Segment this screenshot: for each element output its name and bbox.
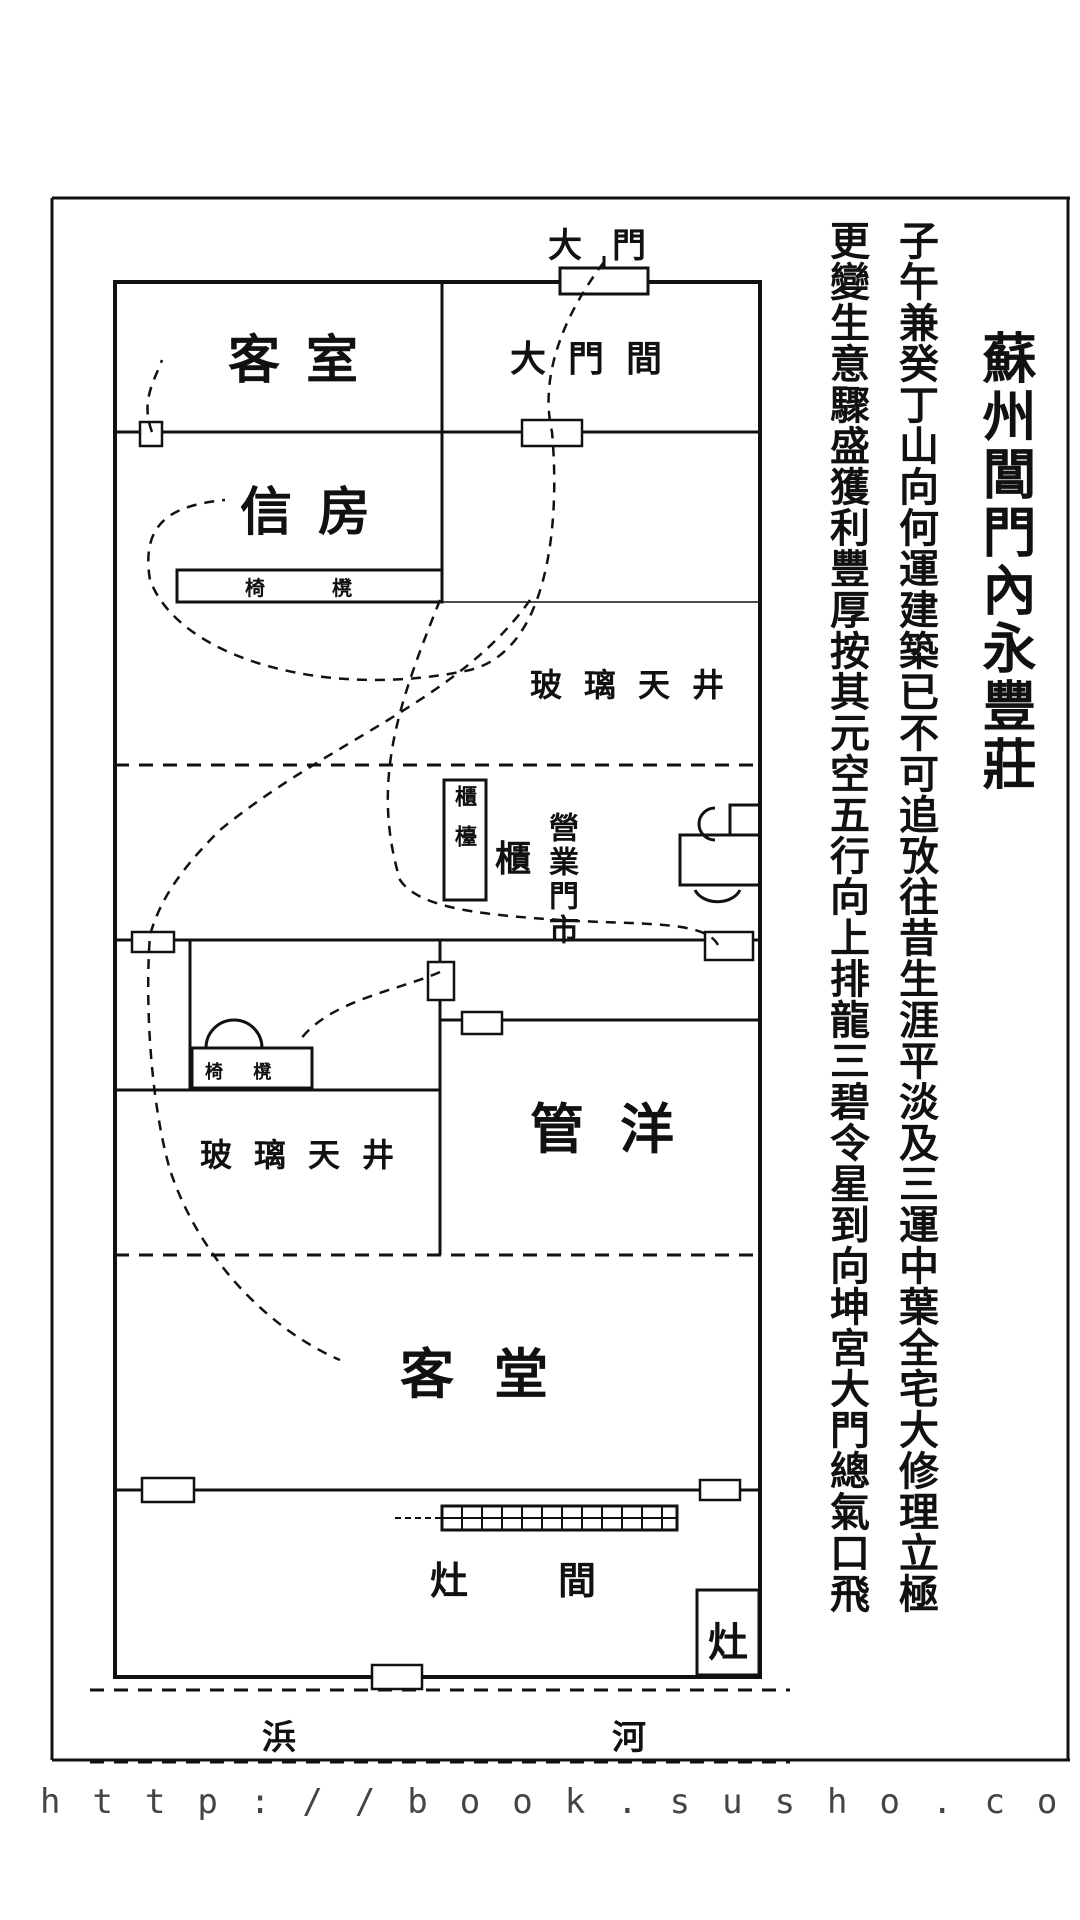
door-marker <box>460 1010 504 1036</box>
bench-lower <box>190 1046 314 1090</box>
creek-label: 浜 <box>262 1718 296 1758</box>
guest-room-label: 客室 <box>228 330 385 391</box>
door-marker <box>703 930 755 962</box>
river-label: 河 <box>612 1718 646 1758</box>
bench-lower-label: 椅 櫈 <box>205 1062 284 1083</box>
door-marker <box>370 1663 424 1691</box>
door-marker <box>130 930 176 954</box>
accounts-room-label: 管洋 <box>530 1097 710 1161</box>
qi-flow-path <box>146 599 532 1362</box>
outer-wall <box>113 280 762 1679</box>
counter-box <box>442 778 488 902</box>
qi-flow-path <box>146 359 164 433</box>
gate-label: 大門 <box>548 226 676 266</box>
text-column-2: 更變生意驟盛獲利豐厚按其元空五行向上排龍三碧令星到向坤宮大門總氣口飛 <box>823 220 870 1614</box>
skylight-lower-label: 玻璃天井 <box>200 1136 417 1174</box>
counter-desk <box>678 833 762 887</box>
stove-label: 灶 <box>708 1619 748 1666</box>
qi-flow-path <box>147 261 605 682</box>
office-label: 營業門市 <box>543 812 578 948</box>
page-title: 蘇州閶門內永豐莊 <box>973 330 1037 794</box>
door-marker <box>140 1476 196 1504</box>
qi-flow-path <box>386 599 720 946</box>
door-marker <box>138 420 164 448</box>
text-column-1: 子午兼癸丁山向何運建築已不可追攷往昔生涯平淡及三運中葉全宅大修理立極 <box>892 220 939 1614</box>
front-gate <box>558 266 650 296</box>
letter-room-label: 信房 <box>240 482 397 543</box>
counter-char: 櫃 <box>495 838 532 880</box>
gatehouse-label: 大門間 <box>510 338 685 380</box>
kitchen-label: 灶間 <box>430 1558 687 1603</box>
stove-box <box>695 1588 761 1677</box>
qi-flow-path <box>299 970 441 1041</box>
parlor-label: 客堂 <box>400 1342 588 1406</box>
bench-upper-label: 椅 櫈 <box>245 576 382 600</box>
door-marker <box>698 1478 742 1502</box>
door-marker <box>426 960 456 1002</box>
bench-upper <box>175 568 444 604</box>
watermark-url: http://book.susho.co <box>40 1782 1080 1822</box>
counter-label: 櫃檯 <box>451 785 477 865</box>
skylight-upper-label: 玻璃天井 <box>530 666 747 704</box>
